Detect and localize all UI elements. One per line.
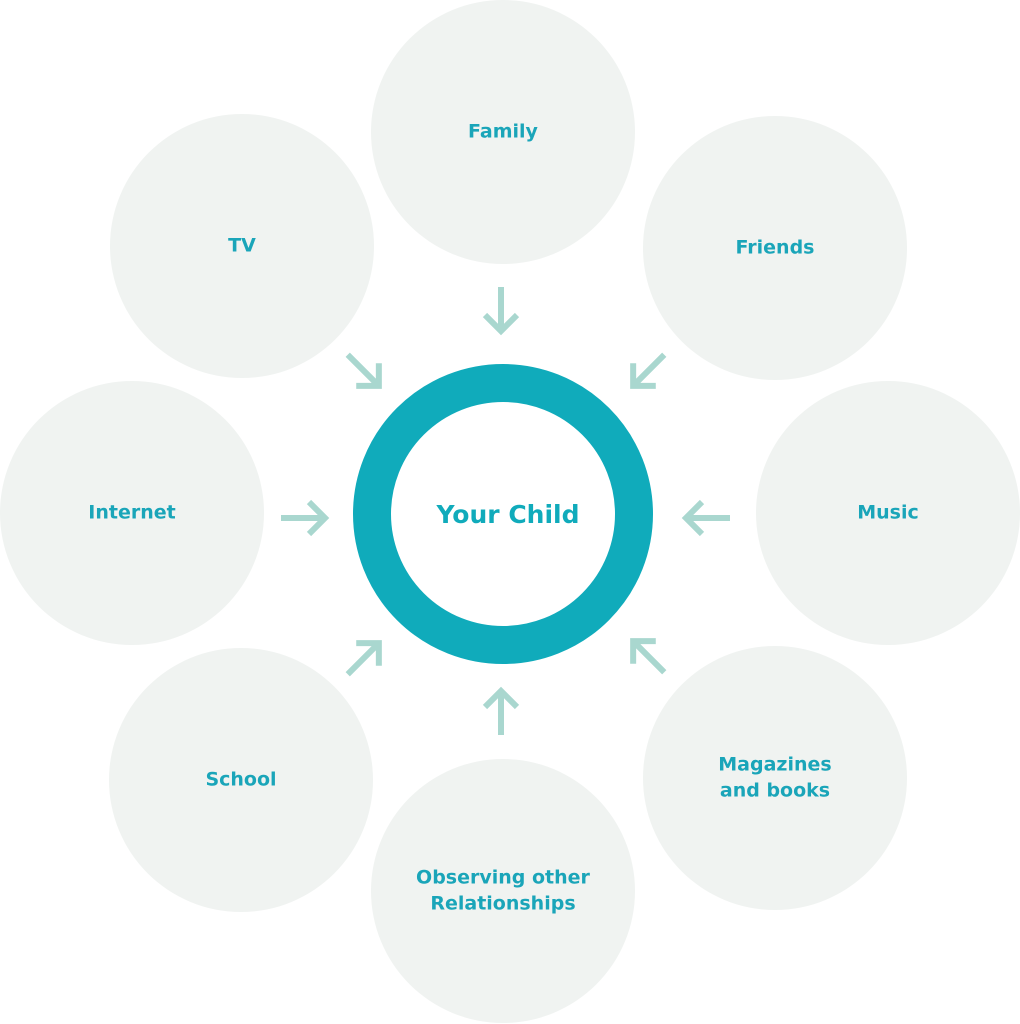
influence-node-magazines-and-books: Magazines and books — [643, 646, 907, 910]
influence-label: and books — [720, 780, 830, 802]
influence-bubble — [0, 381, 264, 645]
influence-label: Relationships — [430, 893, 575, 915]
arrow-pointing-inward-icon — [681, 499, 730, 537]
influence-label: Observing other — [416, 867, 591, 889]
arrow-pointing-inward-icon — [482, 686, 520, 735]
influence-node-music: Music — [756, 381, 1020, 645]
influence-node-family: Family — [371, 0, 635, 264]
influence-label: TV — [228, 235, 256, 257]
influence-bubble — [756, 381, 1020, 645]
influence-node-school: School — [109, 648, 373, 912]
influence-label: Music — [857, 502, 919, 524]
influence-bubble — [643, 646, 907, 910]
influence-label: Family — [468, 121, 539, 143]
influence-node-internet: Internet — [0, 381, 264, 645]
influence-node-tv: TV — [110, 114, 374, 378]
influence-bubble — [109, 648, 373, 912]
influence-label: School — [205, 769, 276, 791]
influence-bubble — [371, 759, 635, 1023]
influence-label: Internet — [88, 502, 175, 524]
influence-bubble — [371, 0, 635, 264]
arrow-pointing-inward-icon — [345, 352, 382, 389]
center-node: Your Child — [353, 364, 653, 664]
influence-label: Friends — [736, 237, 815, 259]
arrow-pointing-inward-icon — [281, 499, 330, 537]
arrow-pointing-inward-icon — [630, 638, 667, 675]
arrow-pointing-inward-icon — [630, 352, 667, 389]
influence-bubble — [643, 116, 907, 380]
influence-bubble — [110, 114, 374, 378]
influence-node-friends: Friends — [643, 116, 907, 380]
center-ring — [353, 364, 653, 664]
influence-label: Magazines — [718, 754, 831, 776]
arrow-pointing-inward-icon — [482, 287, 520, 336]
arrow-pointing-inward-icon — [345, 640, 382, 677]
center-label: Your Child — [436, 500, 580, 529]
influence-arrows — [281, 287, 730, 735]
